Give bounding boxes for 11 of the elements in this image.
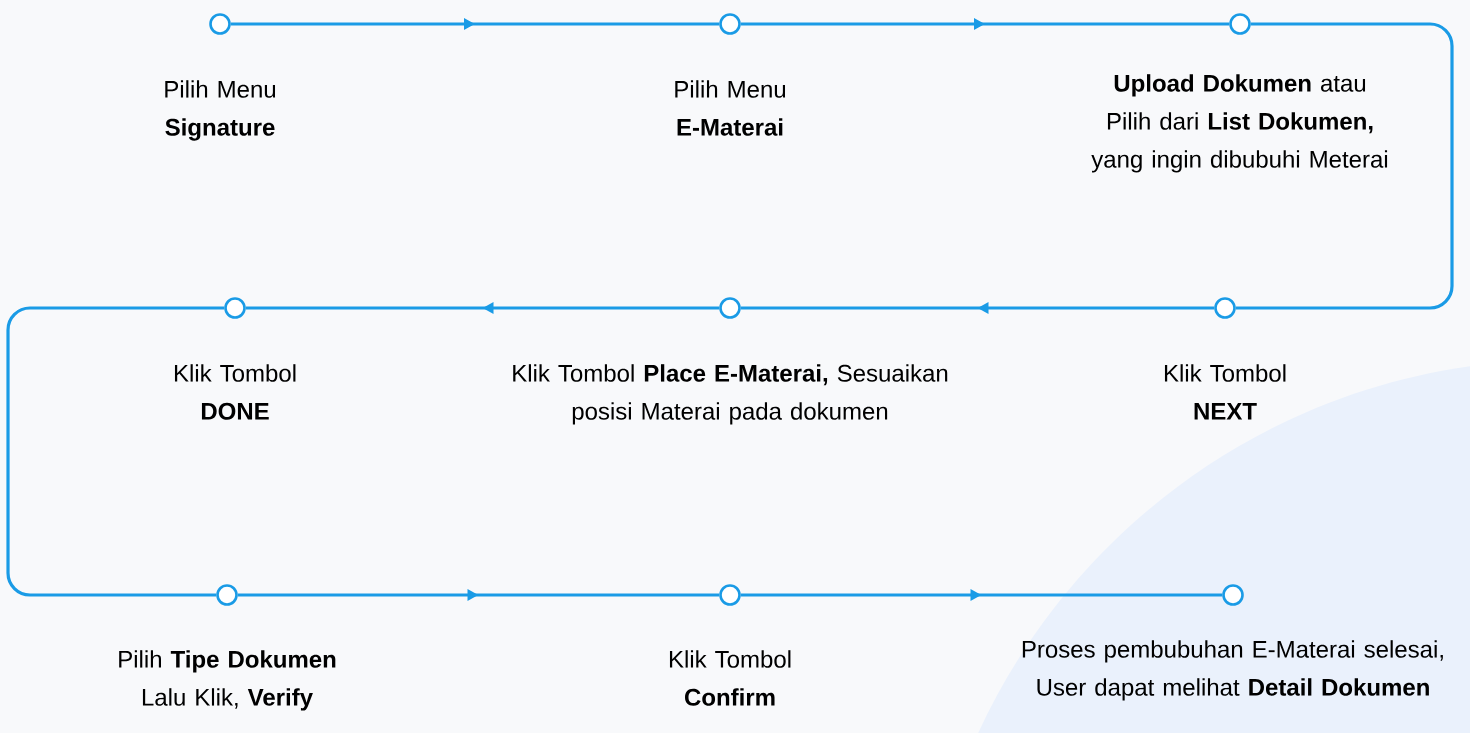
step-label: Pilih Menu E-Materai xyxy=(675,80,786,136)
step-label: Pilih Menu Signature xyxy=(165,80,276,141)
step-label: Klik Tombol DONE xyxy=(174,364,296,420)
step-label: Upload Dokumen atau Pilih dari List Dokumen, yang ingin dibubuhi Meterai xyxy=(1091,74,1388,173)
step-label: Klik Tombol Confirm xyxy=(669,650,791,706)
connector xyxy=(1235,22,1454,310)
step-label: Klik Tombol Place E-Materai, Sesuaikan posisi Materai pada dokumen xyxy=(513,364,948,425)
step-label: Pilih Tipe Dokumen Lalu Klik, Verify xyxy=(119,650,336,711)
connector xyxy=(6,306,225,597)
step-label: Klik Tombol NEXT xyxy=(1164,364,1286,420)
step-label: Proses pembubuhan E-Materai selesai, User dapat melihat Detail Dokumen xyxy=(1022,640,1443,701)
